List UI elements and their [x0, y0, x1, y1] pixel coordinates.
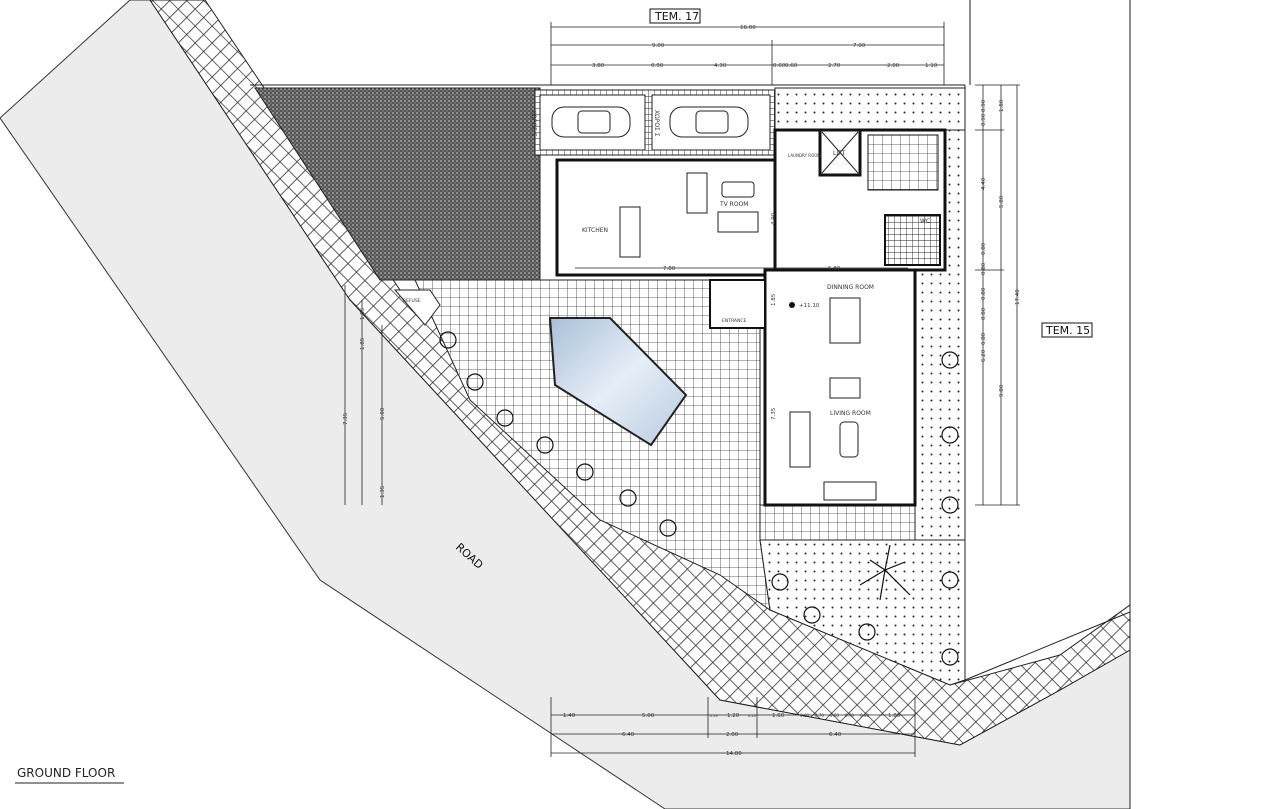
plot-label-box — [1041, 322, 1093, 338]
dimension-label: 6.40 — [622, 732, 635, 738]
garden-bottom — [759, 539, 966, 686]
swimming-pool — [548, 317, 688, 447]
refuse-area — [393, 289, 441, 326]
dining-room-label: DINNING ROOM — [827, 284, 874, 291]
dimension-label: 0.90 — [981, 113, 987, 126]
tv-table-icon — [721, 181, 755, 198]
dimension-label: 0.60 — [800, 713, 809, 718]
kitchen-island — [619, 206, 641, 258]
staircase — [867, 134, 939, 191]
dimension-label: 1.80 — [888, 713, 901, 719]
dimension-label: 5.80 — [999, 195, 1005, 208]
garden-top — [774, 87, 966, 131]
car-icon — [669, 106, 749, 138]
sofa-icon — [686, 172, 708, 214]
dimension-label: 0.40 — [748, 714, 756, 718]
dimension-label: 0.80 — [981, 262, 987, 275]
dimension-label: 17.40 — [1015, 289, 1021, 305]
dimension-label: 7.35 — [771, 407, 777, 420]
dimension-label: 7.35 — [343, 412, 349, 425]
plot-label-north: TEM. 17 — [654, 10, 699, 23]
dimension-label: 7.80 — [663, 266, 676, 272]
sofa-icon — [823, 481, 877, 501]
laundry-label: LAUNDRY ROOM — [788, 153, 821, 158]
drawing-title: GROUND FLOOR — [17, 766, 115, 780]
lift-cross — [821, 131, 859, 174]
dimension-label: 2.70 — [828, 63, 841, 69]
dimension-label: 1.10 — [925, 63, 938, 69]
wc[interactable] — [884, 214, 941, 266]
plot-label-box — [649, 8, 701, 24]
dimension-label: 0.60 — [860, 713, 869, 718]
refuse-label: REFUSE — [403, 298, 421, 304]
plot-label-east: TEM. 15 — [1045, 324, 1090, 337]
parking-label: ΧΩΡΟΣ Σ — [530, 110, 537, 137]
dimension-label: 0.80 — [981, 307, 987, 320]
dining-table-icon — [829, 297, 861, 344]
dimension-label: 9.80 — [999, 384, 1005, 397]
dimension-label: 9.00 — [652, 43, 665, 49]
dimension-label: 0.80 — [981, 242, 987, 255]
tv-room-label: TV ROOM — [719, 201, 748, 208]
lift-label: LIFT — [833, 150, 845, 157]
dimension-label: 0.60 — [830, 713, 839, 718]
dimension-label: 16.00 — [740, 25, 756, 31]
dimension-label: 0.80 — [981, 287, 987, 300]
wc-label: WC — [920, 218, 930, 225]
dimension-label: 5.00 — [642, 713, 655, 719]
dimension-label: 1.60 — [772, 713, 785, 719]
dimension-label: 2.00 — [726, 732, 739, 738]
dimension-label: 0.70 — [845, 713, 854, 718]
dimension-label: 1.35 — [380, 485, 386, 498]
dimension-label: 6.40 — [829, 732, 842, 738]
dimension-label: 1.80 — [999, 99, 1005, 112]
dimension-label: 7.00 — [853, 43, 866, 49]
dimension-label: 0.60 — [785, 63, 798, 69]
coffee-table-icon — [839, 421, 859, 458]
dimension-lines-bottom — [550, 697, 916, 757]
tree-icons — [439, 331, 959, 666]
sofa-icon — [789, 411, 811, 468]
dimension-label: 0.40 — [710, 714, 718, 718]
dimension-label: 1.40 — [563, 713, 576, 719]
dimension-label: 0.60 — [773, 63, 786, 69]
level-mark: +11.10 — [799, 303, 820, 309]
dimension-label: 4.90 — [771, 212, 777, 225]
entrance-hall[interactable] — [709, 279, 766, 329]
dimension-lines-right — [975, 84, 1020, 506]
dimension-label: 2.00 — [887, 63, 900, 69]
boundary-line — [964, 611, 1131, 681]
sofa-icon — [717, 211, 759, 233]
sofa-icon — [829, 377, 861, 399]
living-room-label: LIVING ROOM — [830, 410, 871, 417]
kitchen-label: KITCHEN — [582, 227, 608, 234]
car-icon — [551, 106, 631, 138]
dimension-label: 0.70 — [815, 713, 824, 718]
dimension-label: 4.30 — [714, 63, 727, 69]
dimension-label: 4.40 — [981, 177, 987, 190]
dimension-label: 0.90 — [651, 63, 664, 69]
dimension-label: 5.80 — [828, 266, 841, 272]
entrance-label: ENTRANCE — [722, 318, 746, 324]
dimension-lines-top — [550, 22, 945, 85]
dimension-lines-left — [344, 285, 383, 505]
dimension-label: 14.80 — [726, 751, 742, 757]
dimension-label: 1.85 — [771, 293, 777, 306]
dimension-label: 6.20 — [981, 349, 987, 362]
level-marker-icon — [789, 302, 795, 308]
dimension-label: 0.80 — [981, 332, 987, 345]
dimension-label: 5.00 — [380, 407, 386, 420]
parking-label: ΧΩΡΟΣ Σ — [653, 110, 660, 137]
dimension-label: 1.20 — [727, 713, 740, 719]
dimension-label: 1.85 — [360, 307, 366, 320]
dimension-label: 0.90 — [981, 99, 987, 112]
dimension-label: 1.85 — [360, 337, 366, 350]
dimension-label: 3.80 — [592, 63, 605, 69]
paving-strip — [759, 504, 916, 541]
